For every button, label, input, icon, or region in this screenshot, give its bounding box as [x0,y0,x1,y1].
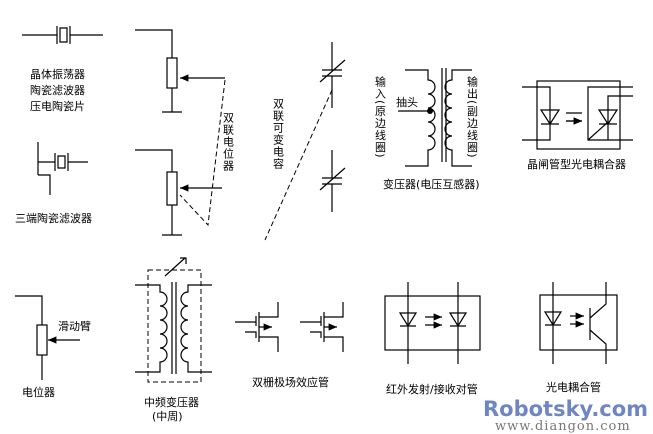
watermark-brand: Robotsky.com [483,397,648,421]
crystal-symbol [22,26,103,44]
crystal-label-3: 压电陶瓷片 [30,99,85,113]
dual-potentiometer-label: 双联电位器 [222,112,235,172]
three-terminal-filter-symbol [37,142,88,195]
transformer-output-label: 输出(副边线圈) [466,75,479,159]
thyristor-optocoupler-symbol [522,80,633,150]
transformer-input-label: 输入(原边线圈) [374,75,387,159]
ir-pair-label: 红外发射/接收对管 [386,382,478,396]
crystal-label-2: 陶瓷滤波器 [30,83,85,97]
if-transformer-symbol [135,257,212,383]
if-transformer-label: 中频变压器 [144,395,199,409]
dual-gate-fet-symbol [235,302,343,352]
dual-variable-capacitor-symbol [264,42,346,241]
ir-pair-symbol [384,282,481,364]
watermark-url: www.diangon.com [495,419,631,434]
potentiometer-symbol [15,295,80,380]
dual-variable-capacitor-label: 双联可变电容 [272,98,285,170]
three-terminal-filter-label: 三端陶瓷滤波器 [15,211,92,225]
dual-gate-fet-label: 双栅极场效应管 [252,375,329,389]
optocoupler-symbol [539,282,618,364]
if-transformer-alias-label: (中周) [152,410,183,423]
thyristor-optocoupler-label: 晶闸管型光电耦合器 [527,157,626,171]
transformer-tap-label: 抽头 [396,95,418,109]
slider-arm-label: 滑动臂 [58,320,91,333]
transformer-label: 变压器(电压互感器) [383,177,480,191]
crystal-label-1: 晶体振荡器 [30,67,85,81]
optocoupler-label: 光电耦合管 [546,380,601,394]
potentiometer-label: 电位器 [22,385,55,399]
transformer-symbol [398,68,472,167]
dual-potentiometer-symbol [135,29,226,236]
